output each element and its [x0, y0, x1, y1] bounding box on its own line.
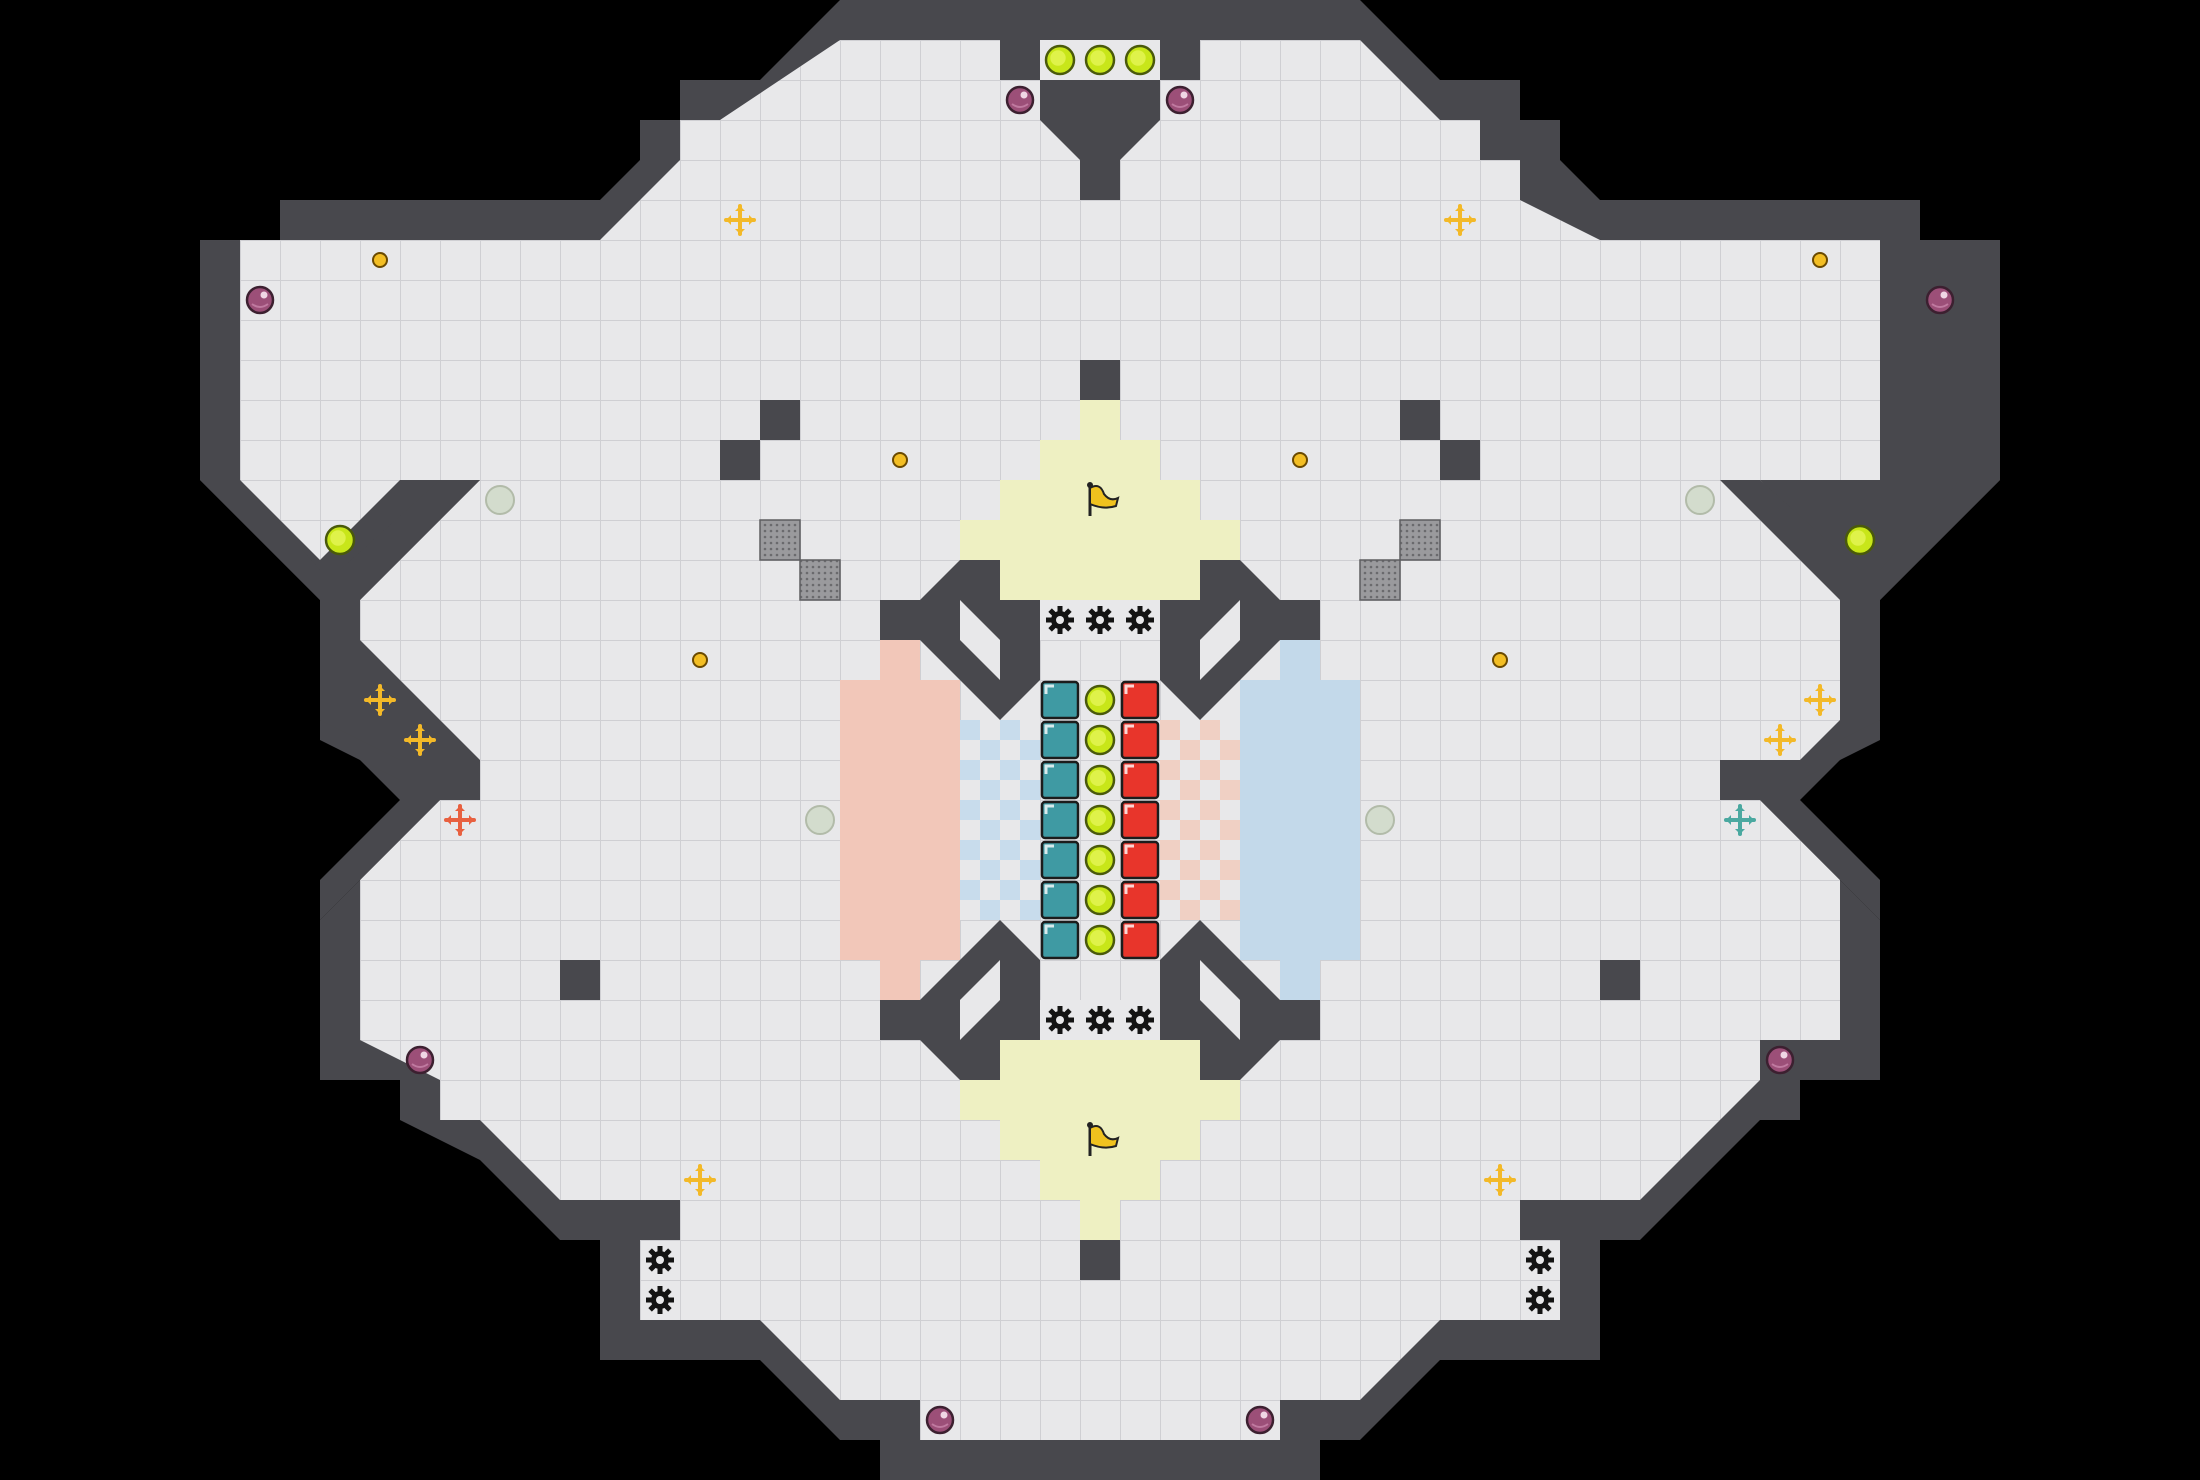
green-orb-icon[interactable] — [1084, 884, 1116, 916]
blue-tile-icon[interactable] — [1040, 720, 1080, 760]
grate-blocks — [759, 519, 1441, 601]
green-orb-icon[interactable] — [324, 524, 356, 556]
blue-tile-icon[interactable] — [1040, 840, 1080, 880]
right-wing-wall — [1720, 480, 2000, 600]
yellow-cross-icon[interactable] — [1444, 204, 1476, 236]
blue-tile-icon[interactable] — [1040, 880, 1080, 920]
blue-tile-icon[interactable] — [1040, 920, 1080, 960]
yellow-cross-icon[interactable] — [1764, 724, 1796, 756]
gear-icon — [1086, 606, 1114, 634]
blue-tile-icon[interactable] — [1040, 680, 1080, 720]
red-tile-icon[interactable] — [1120, 920, 1160, 960]
orange-cross-icon[interactable] — [444, 804, 476, 836]
pressure-plate-icon[interactable] — [1685, 485, 1715, 515]
yellow-flag-icon[interactable] — [1087, 482, 1120, 516]
left-notch-wall — [320, 720, 480, 920]
yellow-cross-icon[interactable] — [1484, 1164, 1516, 1196]
blue-zone-checker — [1160, 720, 1240, 920]
red-tile-icon[interactable] — [1120, 800, 1160, 840]
red-zone — [840, 640, 960, 1000]
gear-icon — [1526, 1246, 1554, 1274]
bottom-right-pocket-wall — [1520, 1200, 1600, 1320]
red-tile-icon[interactable] — [1120, 840, 1160, 880]
gear-icon — [1046, 606, 1074, 634]
green-orb-icon[interactable] — [1084, 44, 1116, 76]
red-tile-icon[interactable] — [1120, 760, 1160, 800]
left-wing-wall — [200, 480, 480, 600]
coin-icon[interactable] — [692, 652, 708, 668]
center-bottom-bracket-gap-r — [1200, 960, 1240, 1040]
gear-icon — [1046, 1006, 1074, 1034]
green-orb-icon[interactable] — [1124, 44, 1156, 76]
coin-icon[interactable] — [892, 452, 908, 468]
purple-orb-icon[interactable] — [405, 1045, 435, 1075]
gear-icon — [1086, 1006, 1114, 1034]
green-orb-icon[interactable] — [1084, 724, 1116, 756]
green-orb-icon[interactable] — [1084, 684, 1116, 716]
pressure-plate-icon[interactable] — [805, 805, 835, 835]
yellow-flag-icon[interactable] — [1087, 1122, 1120, 1156]
coin-icon[interactable] — [1492, 652, 1508, 668]
green-orb-icon[interactable] — [1044, 44, 1076, 76]
center-top-bracket-gap-r — [1200, 600, 1240, 680]
green-orb-icon[interactable] — [1084, 764, 1116, 796]
pressure-plate-icon[interactable] — [485, 485, 515, 515]
green-orb-icon[interactable] — [1084, 804, 1116, 836]
red-tile-icon[interactable] — [1120, 880, 1160, 920]
pressure-plate-icon[interactable] — [1365, 805, 1395, 835]
green-orb-icon[interactable] — [1084, 844, 1116, 876]
coin-icon[interactable] — [1292, 452, 1308, 468]
bottom-left-pocket-wall — [600, 1200, 680, 1320]
purple-orb-icon[interactable] — [1765, 1045, 1795, 1075]
yellow-cross-icon[interactable] — [364, 684, 396, 716]
gear-icon — [1126, 1006, 1154, 1034]
purple-orb-icon[interactable] — [1245, 1405, 1275, 1435]
coin-icon[interactable] — [1812, 252, 1828, 268]
gear-icon — [646, 1246, 674, 1274]
blue-tile-icon[interactable] — [1040, 800, 1080, 840]
blue-tile-icon[interactable] — [1040, 760, 1080, 800]
coin-icon[interactable] — [372, 252, 388, 268]
green-orb-icon[interactable] — [1844, 524, 1876, 556]
gear-icon — [646, 1286, 674, 1314]
yellow-cross-icon[interactable] — [724, 204, 756, 236]
gear-icon — [1526, 1286, 1554, 1314]
purple-orb-icon[interactable] — [1005, 85, 1035, 115]
gear-icon — [1126, 606, 1154, 634]
center-column — [1040, 680, 1160, 960]
purple-orb-icon[interactable] — [1925, 285, 1955, 315]
yellow-cross-icon[interactable] — [684, 1164, 716, 1196]
purple-orb-icon[interactable] — [925, 1405, 955, 1435]
yellow-cross-icon[interactable] — [1804, 684, 1836, 716]
red-tile-icon[interactable] — [1120, 720, 1160, 760]
teal-cross-icon[interactable] — [1724, 804, 1756, 836]
wall-blocks — [560, 360, 1640, 1280]
blue-zone — [1240, 640, 1360, 1000]
red-zone-checker — [960, 720, 1040, 920]
purple-orb-icon[interactable] — [245, 285, 275, 315]
center-bottom-bracket-gap-l — [960, 960, 1000, 1040]
red-tile-icon[interactable] — [1120, 680, 1160, 720]
right-notch-wall — [1720, 720, 1880, 920]
purple-orb-icon[interactable] — [1165, 85, 1195, 115]
yellow-cross-icon[interactable] — [404, 724, 436, 756]
center-top-bracket-gap-l — [960, 600, 1000, 680]
green-orb-icon[interactable] — [1084, 924, 1116, 956]
